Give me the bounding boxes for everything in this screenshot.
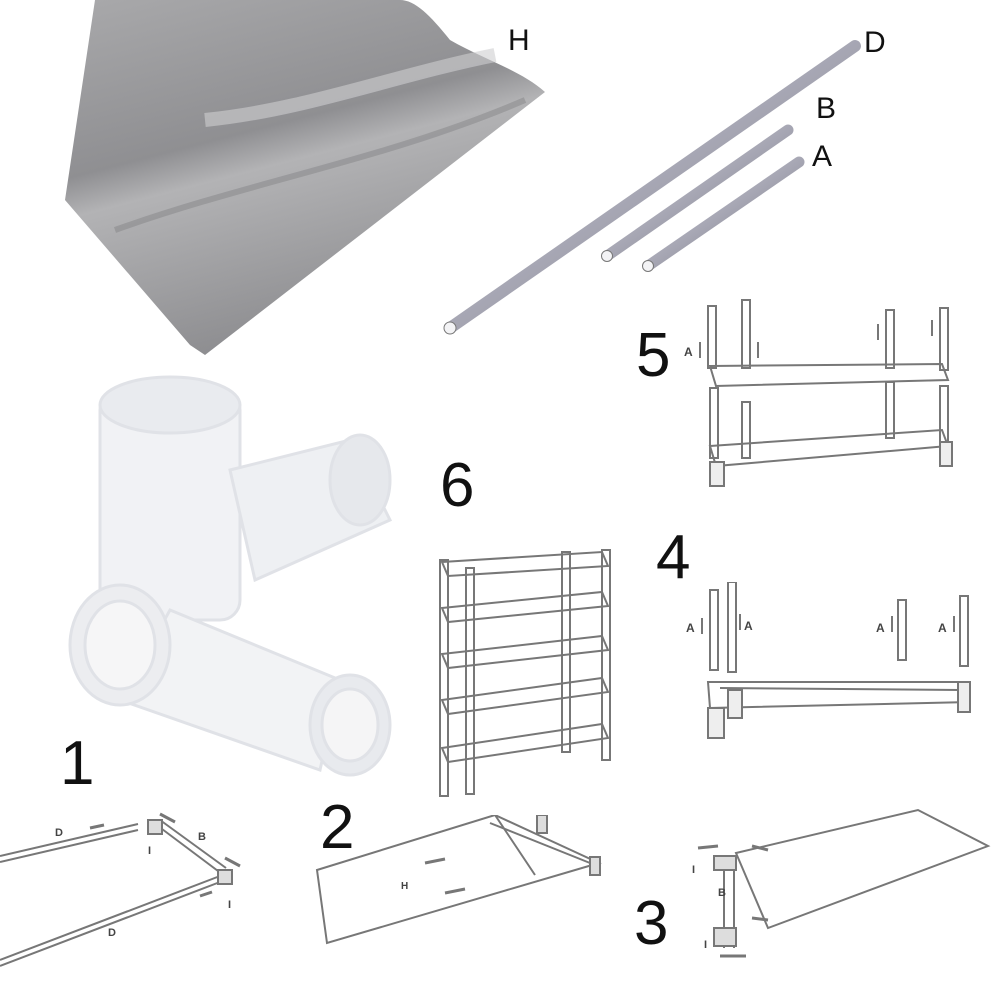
part-b-label: B <box>816 92 837 125</box>
s5-a-label: A <box>684 345 693 359</box>
step-5-diagram: A <box>684 299 953 487</box>
step-1-number: 1 <box>60 729 95 798</box>
tubes-image <box>443 40 861 335</box>
step-6-assembled-rack <box>439 549 611 797</box>
s1-i-left-label: I <box>148 845 151 857</box>
step-5-number: 5 <box>636 321 671 390</box>
s4-a1-label: A <box>686 621 695 635</box>
s1-d-top-label: D <box>55 827 63 839</box>
step-3-diagram: I B I <box>692 808 991 958</box>
part-a-label: A <box>812 140 833 173</box>
s2-h-label: H <box>401 881 408 892</box>
step-2-number: 2 <box>320 793 355 862</box>
step-1-diagram: D B I I D <box>0 812 241 967</box>
tube-d <box>444 40 861 334</box>
step-4-diagram: A A A A <box>686 582 971 739</box>
step-4-number: 4 <box>656 523 691 592</box>
part-d-label: D <box>864 26 886 59</box>
s3-b-label: B <box>718 887 726 899</box>
s1-d-bottom-label: D <box>108 927 116 939</box>
s3-i-bottom-label: I <box>704 939 707 951</box>
tube-a <box>642 156 805 272</box>
s4-a4-label: A <box>938 621 947 635</box>
step-3-number: 3 <box>634 889 669 958</box>
tube-b <box>601 124 794 262</box>
fabric-sheet-image <box>65 0 545 355</box>
s4-a3-label: A <box>876 621 885 635</box>
part-h-label: H <box>508 24 530 57</box>
s1-i-right-label: I <box>228 899 231 911</box>
connector-image <box>68 375 393 777</box>
s1-b-label: B <box>198 831 206 843</box>
step-6-number: 6 <box>440 451 475 520</box>
step-2-diagram: H <box>315 815 602 945</box>
s4-a2-label: A <box>744 619 753 633</box>
s3-i-top-label: I <box>692 864 695 876</box>
